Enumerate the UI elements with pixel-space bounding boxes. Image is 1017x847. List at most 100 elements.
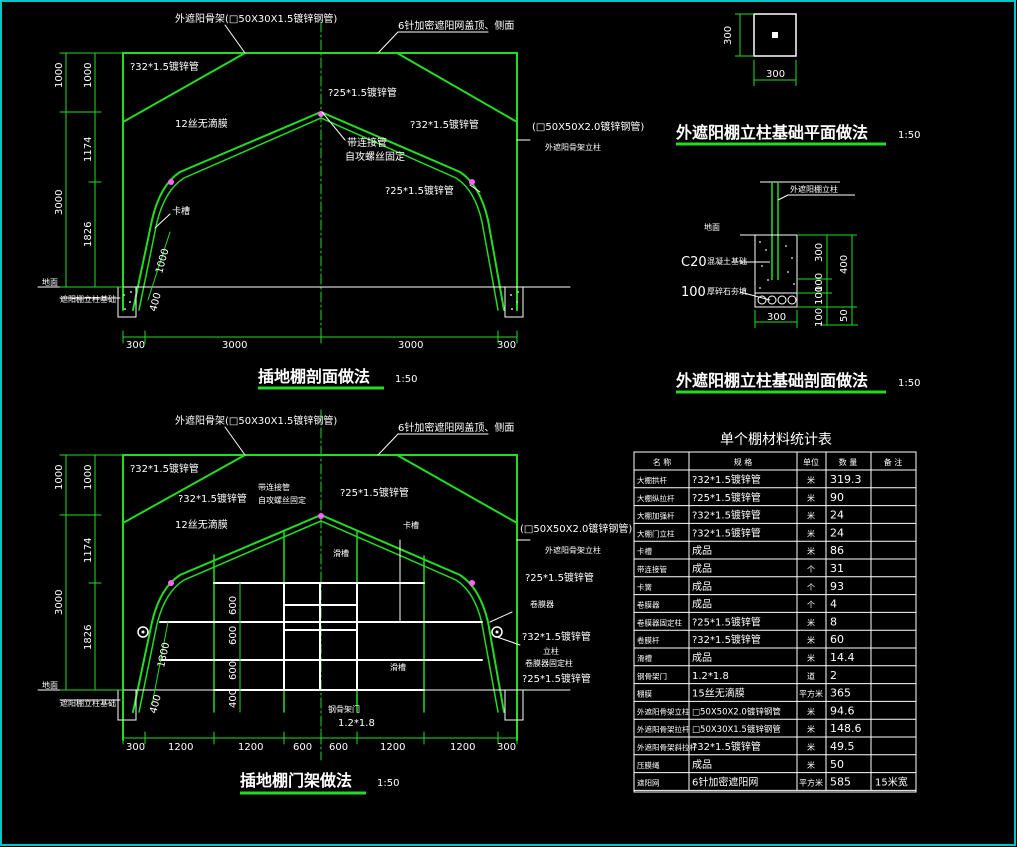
table-cell-spec: 成品 <box>692 759 712 771</box>
footing-title: 外遮阳棚立柱基础剖面做法 <box>675 371 868 390</box>
s2-top-right: 6针加密遮阳网盖顶、侧面 <box>398 421 514 434</box>
table-cell-unit: 米 <box>807 706 815 716</box>
table-cell-spec: ?32*1.5镀锌管 <box>692 509 761 522</box>
table-cell-spec: 成品 <box>692 581 712 593</box>
s2-post: (□50X50X2.0镀锌钢管) <box>520 522 632 535</box>
s2-dim-l3: 1174 <box>83 538 94 563</box>
table-cell-qty: 94.6 <box>830 704 855 717</box>
table-cell-qty: 24 <box>830 509 844 522</box>
text-layer: 外遮阳骨架(□50X30X1.5镀锌钢管) 6针加密遮阳网盖顶、侧面 ?32*1… <box>42 12 920 790</box>
table-header: 单位 <box>803 457 819 467</box>
table-cell-name: 外遮阳骨架斜拉杆 <box>637 742 697 752</box>
table-cell-unit: 米 <box>807 760 815 770</box>
s1-dim-1000: 1000 <box>154 247 171 274</box>
table-cell-qty: 4 <box>830 598 837 611</box>
s2-dim-b6: 1200 <box>380 742 405 753</box>
s2-clip: 卡槽 <box>403 520 419 530</box>
s1-ground: 地面 <box>42 277 58 287</box>
table-cell-unit: 米 <box>807 653 815 663</box>
s2-dim-l1: 1000 <box>54 465 65 490</box>
table-cell-unit: 个 <box>807 583 815 592</box>
shade-frame-2 <box>122 454 518 741</box>
table-cell-unit: 米 <box>807 742 815 752</box>
footing-dim-bottom: 300 <box>767 312 786 323</box>
s2-film: 12丝无滴膜 <box>175 518 228 531</box>
footing-gravel: 100 <box>681 285 706 300</box>
s2-dim-b5: 600 <box>329 742 348 753</box>
s2-slot1: 滑槽 <box>333 548 349 558</box>
s2-dim-l4: 3000 <box>54 590 65 615</box>
table-cell-name: 卷膜器固定柱 <box>637 617 682 627</box>
table-cell-qty: 8 <box>830 615 837 628</box>
table-cell-name: 大棚门立柱 <box>637 528 675 538</box>
shade-frame <box>122 52 518 311</box>
footing-dim-6: 50 <box>839 309 850 322</box>
table-cell-spec: ?32*1.5镀锌管 <box>692 740 761 753</box>
table-cell-name: 大棚纵拉杆 <box>637 493 675 503</box>
s1-connector: 带连接管 <box>347 136 387 149</box>
s2-scale: 1:50 <box>377 778 399 789</box>
dim-diag-1000 <box>147 231 171 301</box>
footing-section <box>739 181 858 328</box>
table-cell-qty: 2 <box>830 669 837 682</box>
s2-tube25-r: ?25*1.5镀锌管 <box>525 571 594 584</box>
s2-tube32-r: ?32*1.5镀锌管 <box>522 630 591 643</box>
s1-dim-l4: 3000 <box>54 190 65 215</box>
table-cell-spec: 成品 <box>692 652 712 664</box>
s1-tube25-top: ?25*1.5镀锌管 <box>328 86 397 99</box>
table-cell-spec: 成品 <box>692 599 712 611</box>
s1-screw: 自攻螺丝固定 <box>345 150 405 163</box>
s2-tube25-top: ?25*1.5镀锌管 <box>340 486 409 499</box>
footing-dim-2: 100 <box>814 273 825 292</box>
table-cell-spec: ?25*1.5镀锌管 <box>692 491 761 504</box>
table-cell-name: 卡簧 <box>637 582 652 592</box>
footing-dim-5: 400 <box>839 255 850 274</box>
footing-ground: 地面 <box>704 222 720 232</box>
table-cell-spec: 成品 <box>692 563 712 575</box>
material-table-grid <box>633 451 917 793</box>
table-cell-name: 压膜绳 <box>637 760 660 770</box>
door-frame-section <box>37 409 571 761</box>
table-header: 名 称 <box>653 457 672 467</box>
table-cell-unit: 米 <box>807 617 815 627</box>
s2-dim-d3: 600 <box>228 661 239 680</box>
table-cell-spec: 1.2*1.8 <box>692 671 729 682</box>
table-cell-name: 外遮阳骨架拉杆 <box>637 724 690 734</box>
footing-left <box>117 286 137 318</box>
table-cell-name: 棚膜 <box>637 689 652 699</box>
table-cell-spec: 15丝无滴膜 <box>692 687 745 700</box>
s2-slot2: 滑槽 <box>390 662 406 672</box>
joint-right <box>469 179 475 185</box>
plan-dim-bottom: 300 <box>766 69 785 80</box>
footing-scale: 1:50 <box>898 378 920 389</box>
table-cell-qty: 90 <box>830 491 844 504</box>
table-cell-qty: 86 <box>830 544 844 557</box>
s1-dim-l5: 1826 <box>83 222 94 247</box>
s1-dim-b3: 3000 <box>398 340 423 351</box>
footing-concrete: C20 <box>681 255 707 270</box>
table-cell-qty: 50 <box>830 758 844 771</box>
brace-left <box>122 52 246 123</box>
s2-tube32-a: ?32*1.5镀锌管 <box>130 462 199 475</box>
s2-roller-fix: 卷膜器固定柱 <box>525 658 573 668</box>
s1-top-right: 6针加密遮阳网盖顶、侧面 <box>398 19 514 32</box>
table-title: 单个棚材料统计表 <box>720 432 832 448</box>
table-cell-name: 带连接管 <box>637 564 667 574</box>
s2-post2: 外遮阳骨架立柱 <box>545 545 601 555</box>
table-cell-qty: 319.3 <box>830 473 862 486</box>
s2-footing: 遮阳棚立柱基础 <box>60 698 116 708</box>
table-cell-unit: 米 <box>807 724 815 734</box>
table-cell-spec: ?32*1.5镀锌管 <box>692 473 761 486</box>
s2-title: 插地棚门架做法 <box>240 771 352 790</box>
table-cell-unit: 米 <box>807 475 815 485</box>
s1-top-left: 外遮阳骨架(□50X30X1.5镀锌钢管) <box>175 12 337 25</box>
table-cell-qty: 24 <box>830 526 844 539</box>
s2-dim-400: 400 <box>148 693 164 714</box>
s1-film: 12丝无滴膜 <box>175 117 228 130</box>
table-cell-qty: 585 <box>830 776 851 789</box>
footing-dim-1: 300 <box>814 243 825 262</box>
s2-dim-b4: 600 <box>293 742 312 753</box>
s1-post: (□50X50X2.0镀锌钢管) <box>532 120 644 133</box>
